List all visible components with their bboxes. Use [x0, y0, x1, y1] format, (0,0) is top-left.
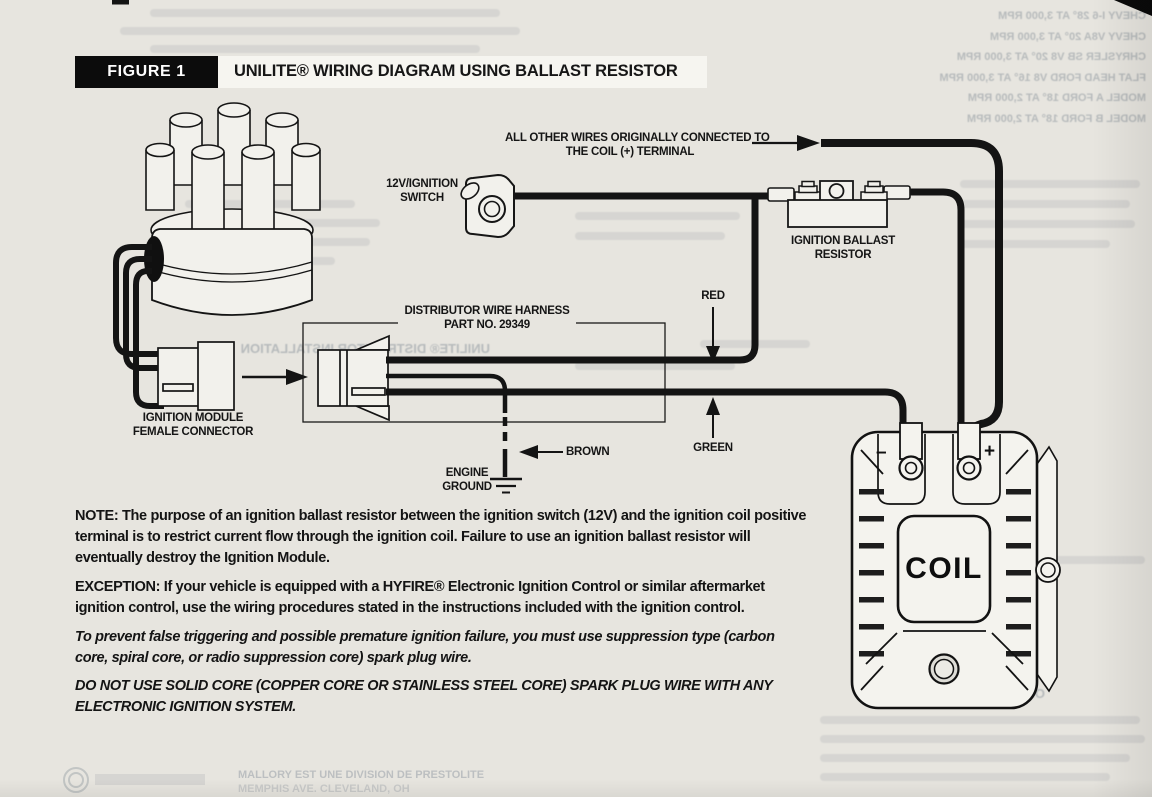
ghost-bar [575, 362, 735, 370]
green-arrow [706, 397, 720, 438]
ghost-bar [820, 773, 1110, 781]
ignition-ballast-resistor [767, 180, 911, 228]
exception-paragraph: EXCEPTION: If your vehicle is equipped w… [75, 579, 765, 616]
ghost-bar [575, 232, 725, 240]
ignition-switch [460, 173, 515, 239]
ghost-bar [960, 220, 1135, 228]
connector-arrow [242, 369, 308, 385]
coil-plus-sign: + [984, 441, 996, 462]
coil-label-panel [896, 514, 992, 624]
coil-negative-terminal [899, 422, 923, 460]
ghost-bar [960, 180, 1140, 188]
coil-minus-sign: – [876, 442, 887, 463]
brown-wire-label: BROWN [566, 446, 610, 458]
coil-fins [859, 489, 1031, 657]
all-other-wires-label: ALL OTHER WIRES ORIGINALLY CONNECTED TO … [505, 132, 770, 158]
ballast-resistor-label: IGNITION BALLAST RESISTOR [791, 235, 895, 261]
ghost-bar [575, 212, 740, 220]
all-other-wires-arrow [752, 135, 820, 151]
ghost-footer: MEMPHIS AVE. CLEVELAND, OH [238, 783, 410, 795]
brown-arrow [519, 445, 563, 459]
ignition-module-label: IGNITION MODULE FEMALE CONNECTOR [132, 412, 254, 438]
harness-male-connector [317, 334, 390, 422]
red-wire-label: RED [701, 290, 725, 302]
ghost-logo [63, 767, 205, 793]
ghost-bar [150, 45, 480, 53]
coil-text: COIL [905, 552, 983, 585]
ghost-bar [120, 27, 520, 35]
figure-title: UNILITE® WIRING DIAGRAM USING BALLAST RE… [234, 62, 678, 80]
page-bottom-shading [0, 779, 1152, 797]
coil [850, 422, 1061, 710]
ghost-bar [1045, 556, 1145, 564]
green-wire-label: GREEN [693, 442, 733, 454]
scan-edge-artifact [112, 0, 129, 5]
solid-core-paragraph: DO NOT USE SOLID CORE (COPPER CORE OR ST… [75, 678, 773, 715]
coil-positive-terminal [957, 422, 981, 460]
ghost-footer: MALLORY EST UNE DIVISION DE PRESTOLITE [238, 769, 485, 781]
ghost-bar [960, 200, 1130, 208]
note-paragraph: NOTE: The purpose of an ignition ballast… [75, 508, 807, 566]
engine-ground-symbol [490, 477, 522, 494]
ghost-bar [960, 240, 1110, 248]
scan-corner-artifact [1114, 0, 1152, 16]
distributor-wires [113, 244, 164, 409]
figure-label-box: FIGURE 1 [75, 56, 218, 88]
ghost-bar [820, 716, 1140, 724]
red-arrow [706, 307, 720, 363]
ignition-module-female-connector [157, 341, 235, 411]
harness-label: DISTRIBUTOR WIRE HARNESS PART NO. 29349 [398, 304, 576, 332]
ghost-bar [820, 735, 1145, 743]
engine-ground-label: ENGINE GROUND [442, 467, 492, 493]
suppression-paragraph: To prevent false triggering and possible… [75, 629, 775, 666]
ghost-bar [150, 9, 500, 17]
ignition-switch-label: 12V/IGNITION SWITCH [386, 178, 458, 204]
ghost-bar [820, 754, 1130, 762]
page-edge-shading [1092, 0, 1152, 797]
wire-green [386, 388, 907, 428]
distributor-cap [144, 102, 321, 316]
figure-label: FIGURE 1 [107, 63, 186, 80]
wire-brown [386, 373, 508, 477]
wire-red [386, 193, 759, 364]
wire-ballast-to-coil [910, 188, 965, 428]
